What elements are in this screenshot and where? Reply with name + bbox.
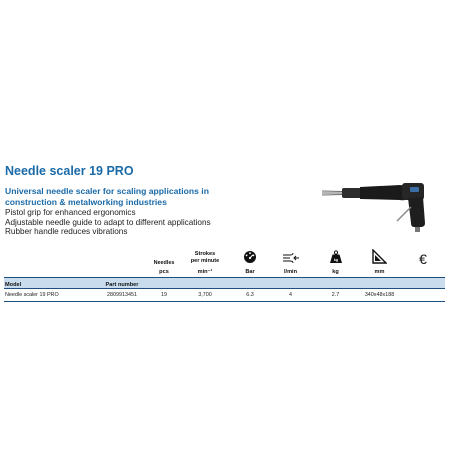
- needles-header: Needles: [153, 260, 175, 266]
- product-subtitle: Universal needle scaler for scaling appl…: [5, 186, 209, 207]
- units-row: pcs min⁻¹ Bar l/min kg mm: [4, 266, 445, 278]
- unit-pressure: Bar: [245, 268, 255, 275]
- air-inlet: [415, 227, 420, 232]
- needle-guide: [342, 188, 362, 198]
- trigger-lever: [396, 206, 412, 222]
- feature-item: Pistol grip for enhanced ergonomics: [5, 208, 136, 217]
- strokes-header-line1: Strokes: [194, 250, 216, 257]
- feature-item: Rubber handle reduces vibrations: [5, 227, 128, 237]
- unit-dimensions: mm: [374, 268, 385, 275]
- air-header: [268, 244, 313, 266]
- cell-dimensions: 340x48x188: [358, 288, 401, 302]
- icon-header-row: Needles Strokes per minute: [4, 244, 445, 266]
- cell-price: [401, 288, 445, 302]
- euro-icon: €: [419, 251, 427, 267]
- rubber-handle: [360, 185, 408, 201]
- dimensions-icon: [372, 248, 388, 264]
- feature-list: Pistol grip for enhanced ergonomics Adju…: [5, 208, 265, 237]
- unit-strokes: min⁻¹: [197, 268, 213, 275]
- pressure-gauge-icon: [243, 250, 257, 264]
- air-consumption-icon: [282, 252, 300, 264]
- strokes-header-line2: per minute: [190, 258, 220, 265]
- strokes-header: Strokes per minute: [178, 244, 232, 266]
- table-header-row: Model Part number: [4, 277, 445, 289]
- table-row: Needle scaler 19 PRO 2809913451 19 3,700…: [4, 288, 445, 302]
- pistol-grip: [408, 197, 425, 227]
- spec-table: Needles Strokes per minute: [4, 244, 445, 302]
- unit-needles: pcs: [159, 268, 169, 275]
- cell-air: 4: [268, 288, 313, 302]
- cell-needles: 19: [150, 288, 178, 302]
- feature-item: Adjustable needle guide to adapt to diff…: [5, 217, 211, 227]
- column-part-number: Part number: [94, 277, 150, 289]
- column-model: Model: [4, 277, 94, 289]
- weight-icon: kg: [329, 250, 343, 264]
- cell-strokes: 3,700: [178, 288, 232, 302]
- weight-header: kg: [313, 244, 358, 266]
- cell-model: Needle scaler 19 PRO: [4, 288, 94, 302]
- unit-air: l/min: [283, 268, 298, 275]
- needle-scaler-image: [322, 183, 425, 232]
- cell-part-number: 2809913451: [94, 288, 150, 302]
- cell-pressure: 6.3: [232, 288, 268, 302]
- pressure-header: [232, 244, 268, 266]
- brand-badge: [410, 187, 419, 192]
- dimensions-header: [358, 244, 401, 266]
- svg-text:kg: kg: [333, 258, 337, 262]
- price-header: €: [401, 244, 445, 266]
- product-title: Needle scaler 19 PRO: [5, 164, 134, 178]
- unit-weight: kg: [332, 268, 339, 275]
- cell-weight: 2.7: [313, 288, 358, 302]
